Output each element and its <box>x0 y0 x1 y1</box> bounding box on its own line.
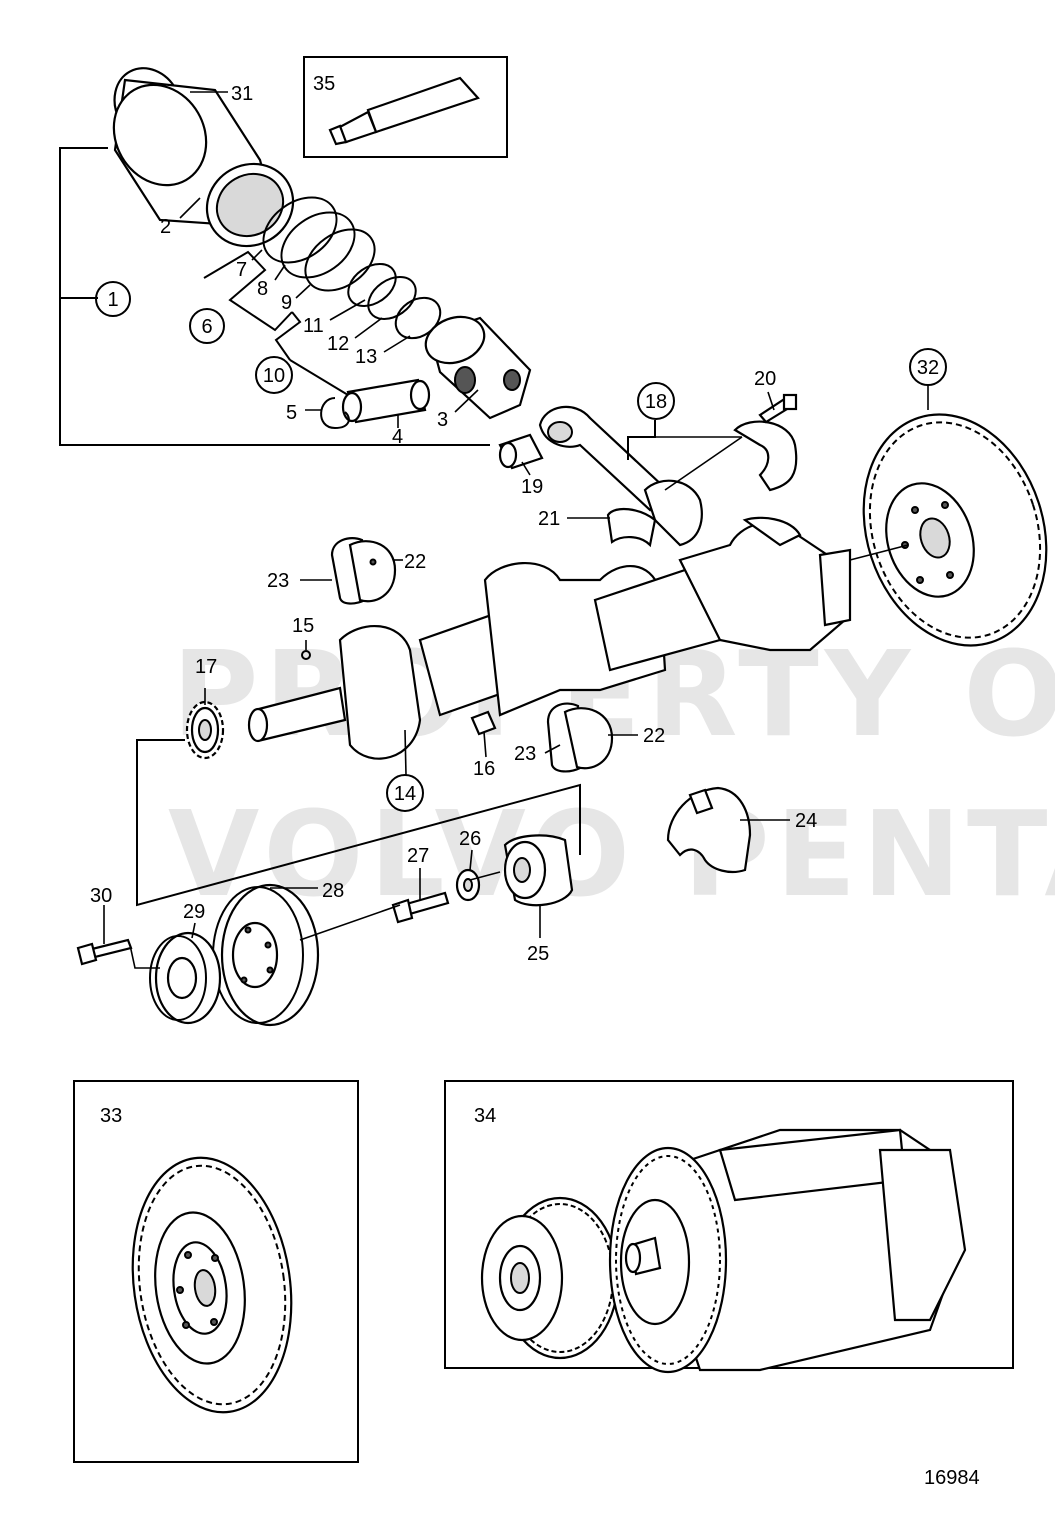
callout-12: 12 <box>327 333 349 355</box>
watermark-line-2: VOLVO PENTA <box>168 785 1055 923</box>
callout-8: 8 <box>257 278 268 300</box>
callout-circle-1 <box>95 281 131 317</box>
flywheel-variant-box <box>73 1080 359 1463</box>
callout-23-upper: 23 <box>267 570 289 592</box>
callout-circle-32 <box>909 348 947 386</box>
callout-22-upper: 22 <box>404 551 426 573</box>
callout-1: 1 <box>107 289 118 311</box>
callout-23-lower: 23 <box>514 743 536 765</box>
callout-24: 24 <box>795 810 817 832</box>
callout-25: 25 <box>527 943 549 965</box>
callout-5: 5 <box>286 402 297 424</box>
callout-circle-6 <box>189 308 225 344</box>
callout-27: 27 <box>407 845 429 867</box>
callout-11: 11 <box>303 315 324 337</box>
callout-32: 32 <box>917 357 939 379</box>
callout-7: 7 <box>236 259 247 281</box>
cylinder-liner <box>112 67 295 248</box>
crankshaft-key <box>301 650 311 660</box>
piston-rings <box>262 196 442 340</box>
callout-labels: 1 6 10 18 32 14 31 35 2 7 8 9 11 12 13 5… <box>90 73 980 1489</box>
generator-icon <box>608 1128 967 1374</box>
drawing-number: 16984 <box>924 1467 980 1489</box>
callout-35: 35 <box>313 73 335 95</box>
sealant-tube-box <box>303 56 508 158</box>
main-bearing-shells-lower <box>546 702 614 773</box>
small-end-bushing <box>498 433 544 470</box>
piston-pin <box>341 378 431 424</box>
callout-13: 13 <box>355 346 377 368</box>
piston <box>424 315 532 420</box>
con-rod-bearing-shell <box>606 507 657 548</box>
connecting-rod <box>538 405 703 547</box>
main-bearing-shells-upper <box>330 537 397 605</box>
con-rod-bolt <box>758 393 798 424</box>
sealant-tube-frame <box>303 56 508 158</box>
callout-22-lower: 22 <box>643 725 665 747</box>
callout-28: 28 <box>322 880 344 902</box>
flywheel-variant-frame <box>73 1080 359 1463</box>
washer <box>455 868 481 902</box>
callout-9: 9 <box>281 292 292 314</box>
sealant-tube-icon <box>328 76 480 146</box>
oil-gallery-plug <box>470 710 497 736</box>
piston-pin-circlip <box>320 397 350 430</box>
crankshaft-pulley <box>212 883 320 1027</box>
vibration-damper-hub <box>503 834 574 907</box>
crankshaft <box>247 516 852 760</box>
callout-31: 31 <box>231 83 253 105</box>
callout-2: 2 <box>160 216 171 238</box>
callout-33: 33 <box>100 1105 122 1127</box>
crankshaft-gear <box>185 700 225 760</box>
piston-ring-11 <box>347 263 397 307</box>
generator-assembly-box <box>444 1080 1014 1374</box>
callout-4: 4 <box>392 426 403 448</box>
callout-29: 29 <box>183 901 205 923</box>
callout-34: 34 <box>474 1105 496 1127</box>
callout-20: 20 <box>754 368 776 390</box>
leader-lines <box>59 91 929 969</box>
callout-circle-18 <box>637 382 675 420</box>
con-rod-cap <box>733 420 798 492</box>
piston-ring-13 <box>394 296 442 340</box>
flywheel <box>862 413 1048 647</box>
piston-ring-8 <box>280 211 356 279</box>
callout-10: 10 <box>263 365 285 387</box>
callout-circle-14 <box>386 774 424 812</box>
callout-18: 18 <box>645 391 667 413</box>
callout-14: 14 <box>394 783 416 805</box>
callout-30: 30 <box>90 885 112 907</box>
callout-17: 17 <box>195 656 217 678</box>
pulley-hub-plate <box>149 931 222 1025</box>
flywheel-variant-icon <box>131 1156 293 1414</box>
callout-21: 21 <box>538 508 560 530</box>
callout-circle-10 <box>255 356 293 394</box>
callout-16: 16 <box>473 758 495 780</box>
callout-6: 6 <box>201 316 212 338</box>
piston-ring-9 <box>304 228 376 292</box>
callout-26: 26 <box>459 828 481 850</box>
main-bearing-cap <box>666 786 752 874</box>
piston-ring-12 <box>367 276 417 320</box>
callout-19: 19 <box>521 476 543 498</box>
piston-ring-7 <box>262 196 338 264</box>
coupling-disc-icon <box>480 1196 620 1360</box>
callout-15: 15 <box>292 615 314 637</box>
callout-3: 3 <box>437 409 448 431</box>
